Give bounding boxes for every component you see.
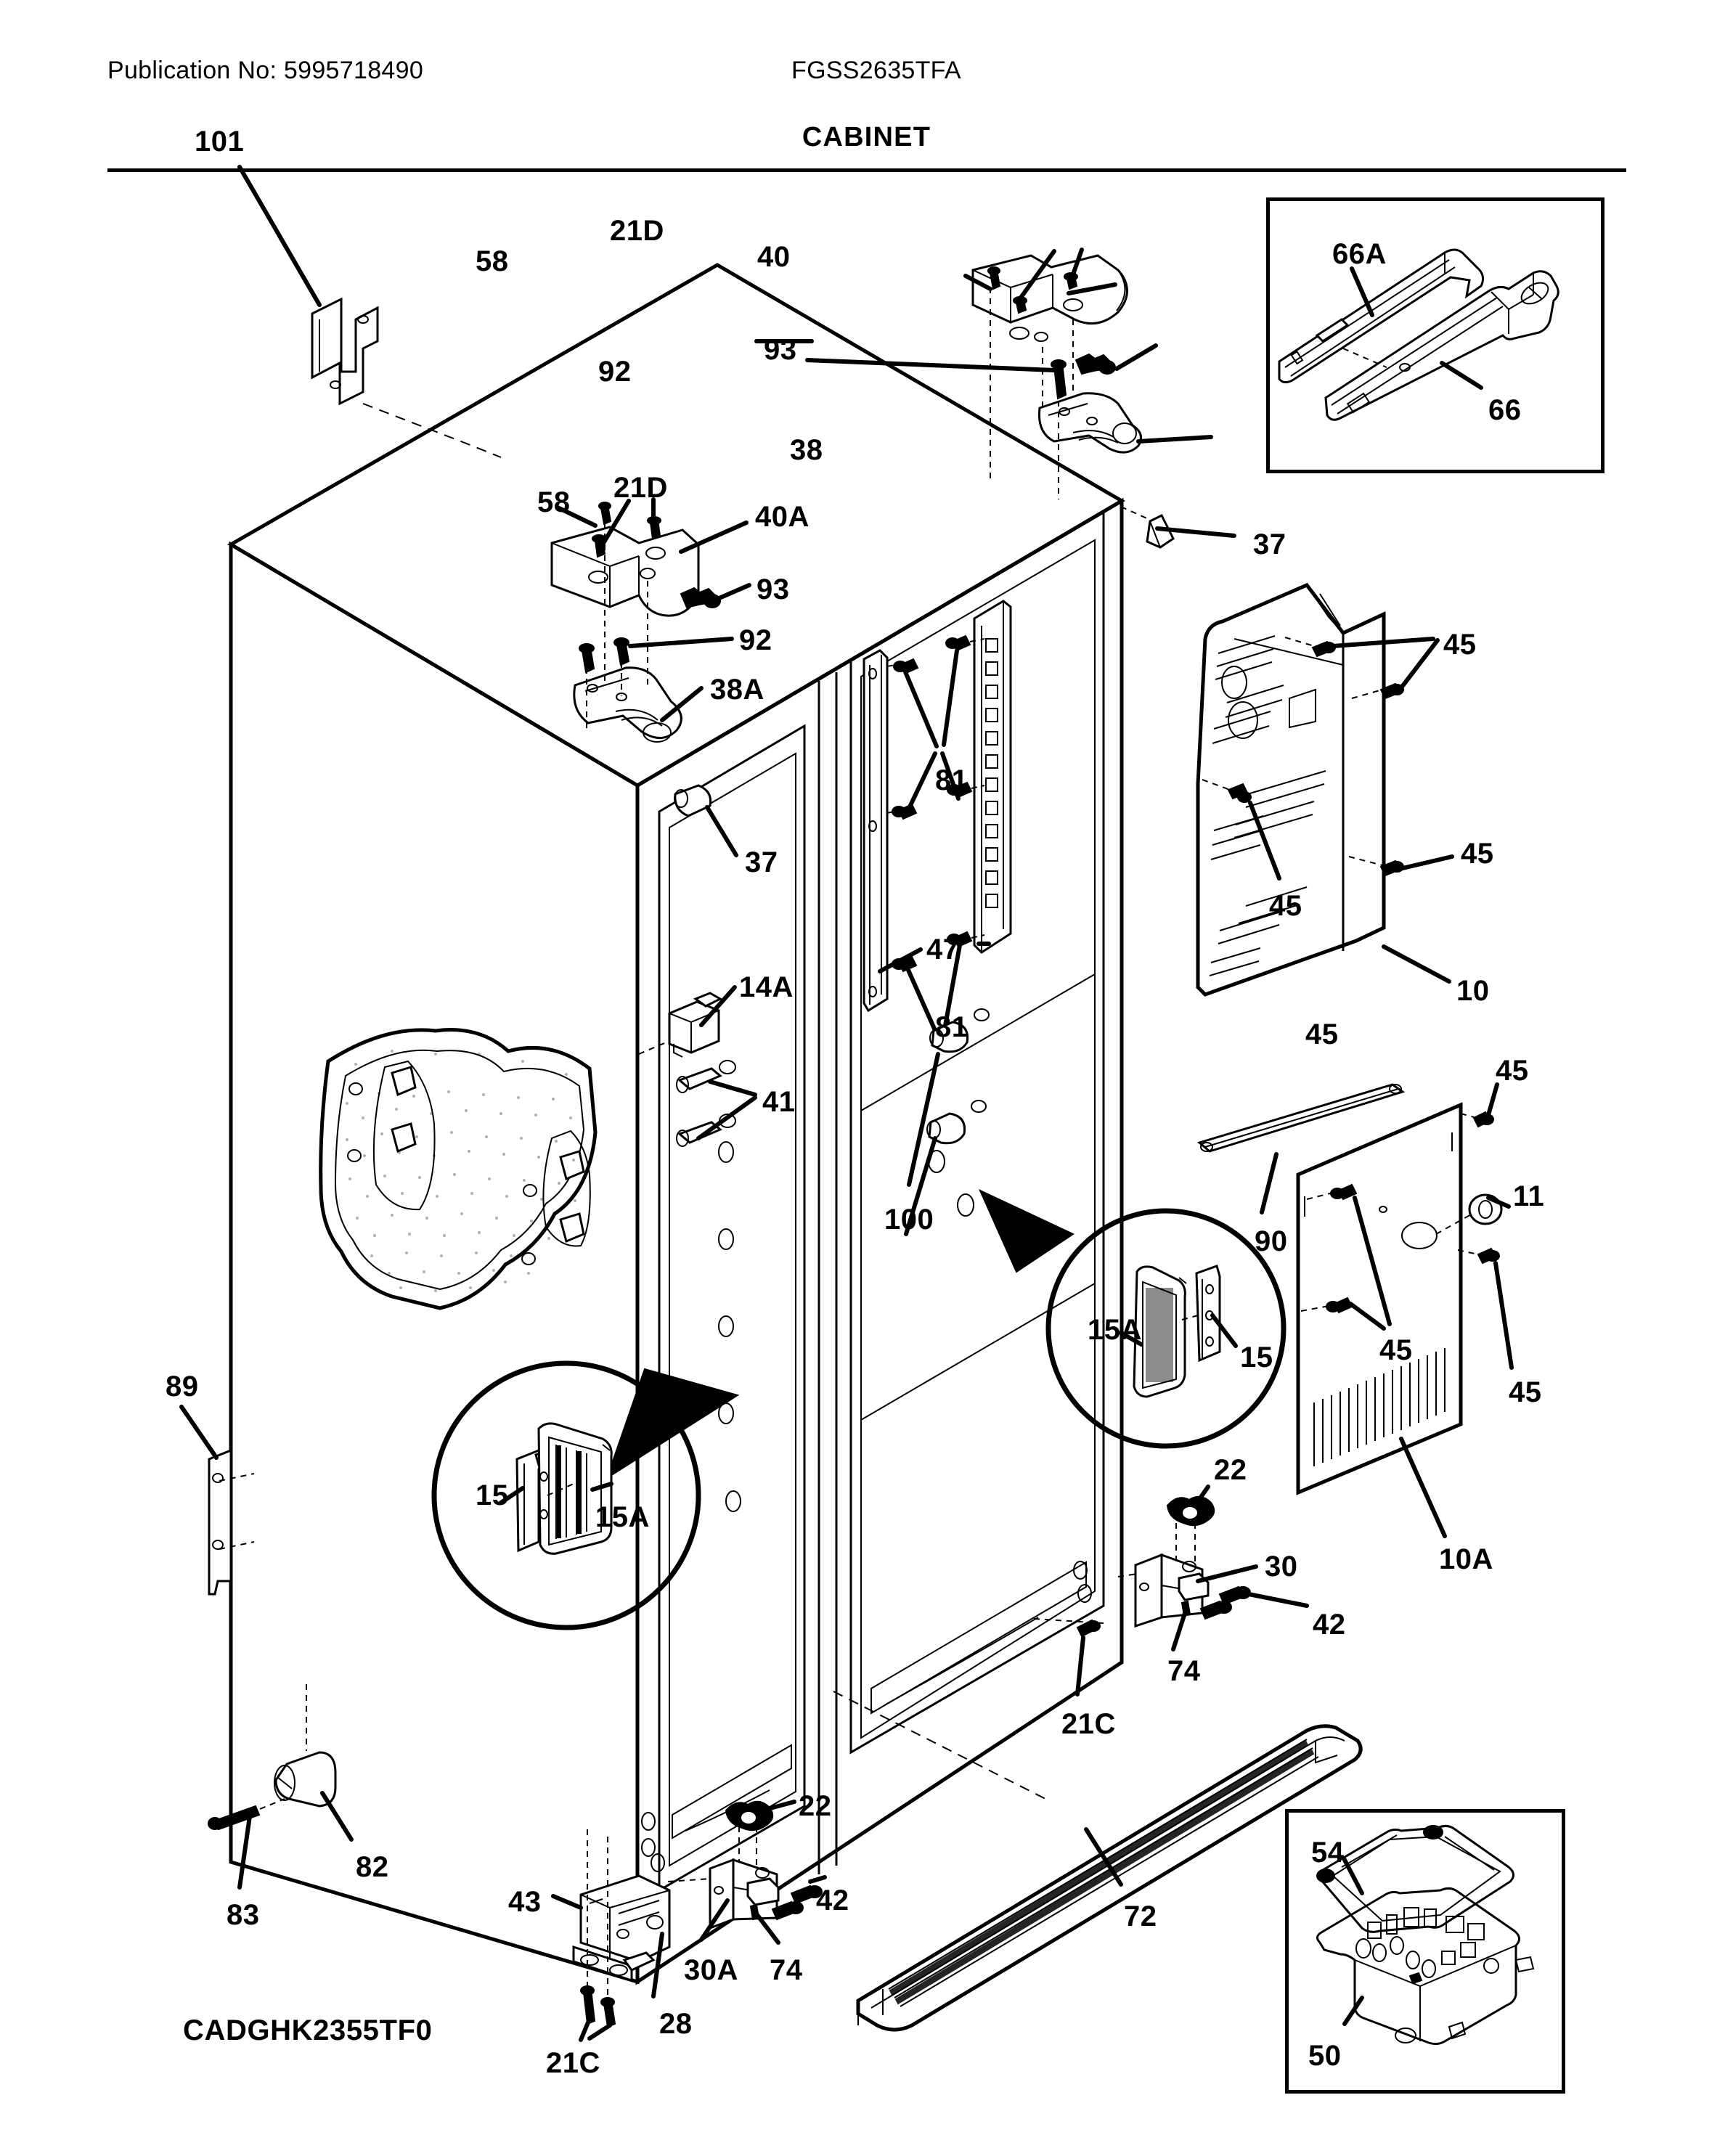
callout-81: 81 [935, 1011, 969, 1043]
callout-21c: 21C [546, 2047, 600, 2079]
part-22-right [1166, 1485, 1215, 1569]
callout-38: 38 [790, 434, 823, 466]
callout-93: 93 [764, 334, 797, 366]
callout-30a: 30A [684, 1954, 738, 1986]
callout-81: 81 [935, 764, 969, 796]
part-41-pins [676, 1060, 757, 1147]
model-code: CADGHK2355TF0 [183, 2014, 433, 2046]
callout-40a: 40A [755, 501, 810, 533]
callout-22: 22 [799, 1790, 832, 1822]
callout-10: 10 [1456, 975, 1490, 1007]
publication-number: Publication No: 5995718490 [107, 57, 424, 84]
callout-66: 66 [1488, 394, 1522, 426]
part-10-side-panel [1196, 582, 1454, 997]
callout-11: 11 [1513, 1180, 1545, 1212]
part-90-strip [1196, 1083, 1406, 1214]
part-83-axle [208, 1798, 285, 1890]
part-45-screws-lower-panel [1326, 1111, 1500, 1314]
header-divider [107, 168, 1626, 172]
part-101-bracket [237, 165, 502, 458]
callout-42: 42 [816, 1885, 849, 1916]
callout-28: 28 [659, 2008, 693, 2040]
callout-15: 15 [476, 1479, 509, 1511]
callout-21d: 21D [613, 472, 668, 504]
callout-58: 58 [537, 486, 571, 518]
callout-45: 45 [1305, 1018, 1339, 1050]
callout-45: 45 [1509, 1376, 1542, 1408]
callout-41: 41 [762, 1086, 796, 1118]
callout-37: 37 [1253, 528, 1287, 560]
page-title: CABINET [802, 122, 931, 152]
callout-15a: 15A [595, 1501, 650, 1533]
callout-54: 54 [1311, 1837, 1345, 1869]
callout-82: 82 [356, 1851, 389, 1883]
callout-42: 42 [1313, 1609, 1346, 1641]
callout-45: 45 [1379, 1334, 1413, 1366]
callout-90: 90 [1255, 1225, 1288, 1257]
callout-93: 93 [757, 573, 790, 605]
part-37-right [1120, 506, 1236, 549]
part-43-assembly [551, 1829, 671, 2042]
callout-15a: 15A [1088, 1314, 1142, 1346]
callout-43: 43 [508, 1886, 542, 1918]
callout-45: 45 [1443, 629, 1477, 661]
callout-40: 40 [757, 241, 791, 273]
callout-45: 45 [1496, 1055, 1529, 1087]
callout-74: 74 [1167, 1655, 1201, 1687]
callout-15: 15 [1240, 1342, 1273, 1373]
part-81-screws [892, 634, 973, 973]
callout-58: 58 [476, 245, 509, 277]
callout-47: 47 [926, 934, 960, 965]
callout-83: 83 [227, 1899, 260, 1931]
part-14a-switch [638, 985, 737, 1058]
callout-45: 45 [1269, 890, 1302, 922]
callout-10a: 10A [1439, 1543, 1493, 1575]
model-number: FGSS2635TFA [791, 57, 961, 84]
callout-72: 72 [1124, 1900, 1157, 1932]
part-82-roller [274, 1684, 354, 1842]
callout-92: 92 [598, 356, 632, 388]
part-47-standard [863, 600, 1012, 1036]
callout-50: 50 [1308, 2040, 1342, 2072]
callout-37: 37 [745, 846, 778, 878]
callout-66a: 66A [1332, 238, 1387, 270]
part-45-screws-shroud [1227, 640, 1404, 877]
callout-89: 89 [166, 1371, 199, 1402]
callout-21c: 21C [1061, 1708, 1116, 1740]
part-37-left [674, 784, 738, 857]
callout-22: 22 [1214, 1454, 1247, 1486]
callout-92: 92 [739, 624, 772, 656]
callout-45: 45 [1461, 838, 1494, 870]
part-10a-lower-panel [1296, 1082, 1514, 1538]
callout-21d: 21D [610, 215, 664, 247]
hinge-assembly-top-right [754, 248, 1213, 499]
part-72-kickplate [833, 1691, 1363, 2032]
drawer-rail-detail-box [1266, 197, 1604, 473]
part-89-bracket [179, 1405, 255, 1596]
callout-14a: 14A [739, 971, 794, 1003]
callout-30: 30 [1265, 1551, 1298, 1583]
part-30a-bracket-left [667, 1858, 827, 1945]
callout-38a: 38A [710, 674, 764, 706]
callout-101: 101 [195, 126, 245, 158]
cabinet-body [227, 263, 1125, 1985]
insulation-panel [319, 1028, 598, 1310]
part-22-left [725, 1800, 796, 1866]
callout-100: 100 [884, 1204, 934, 1236]
callout-74: 74 [770, 1954, 803, 1986]
